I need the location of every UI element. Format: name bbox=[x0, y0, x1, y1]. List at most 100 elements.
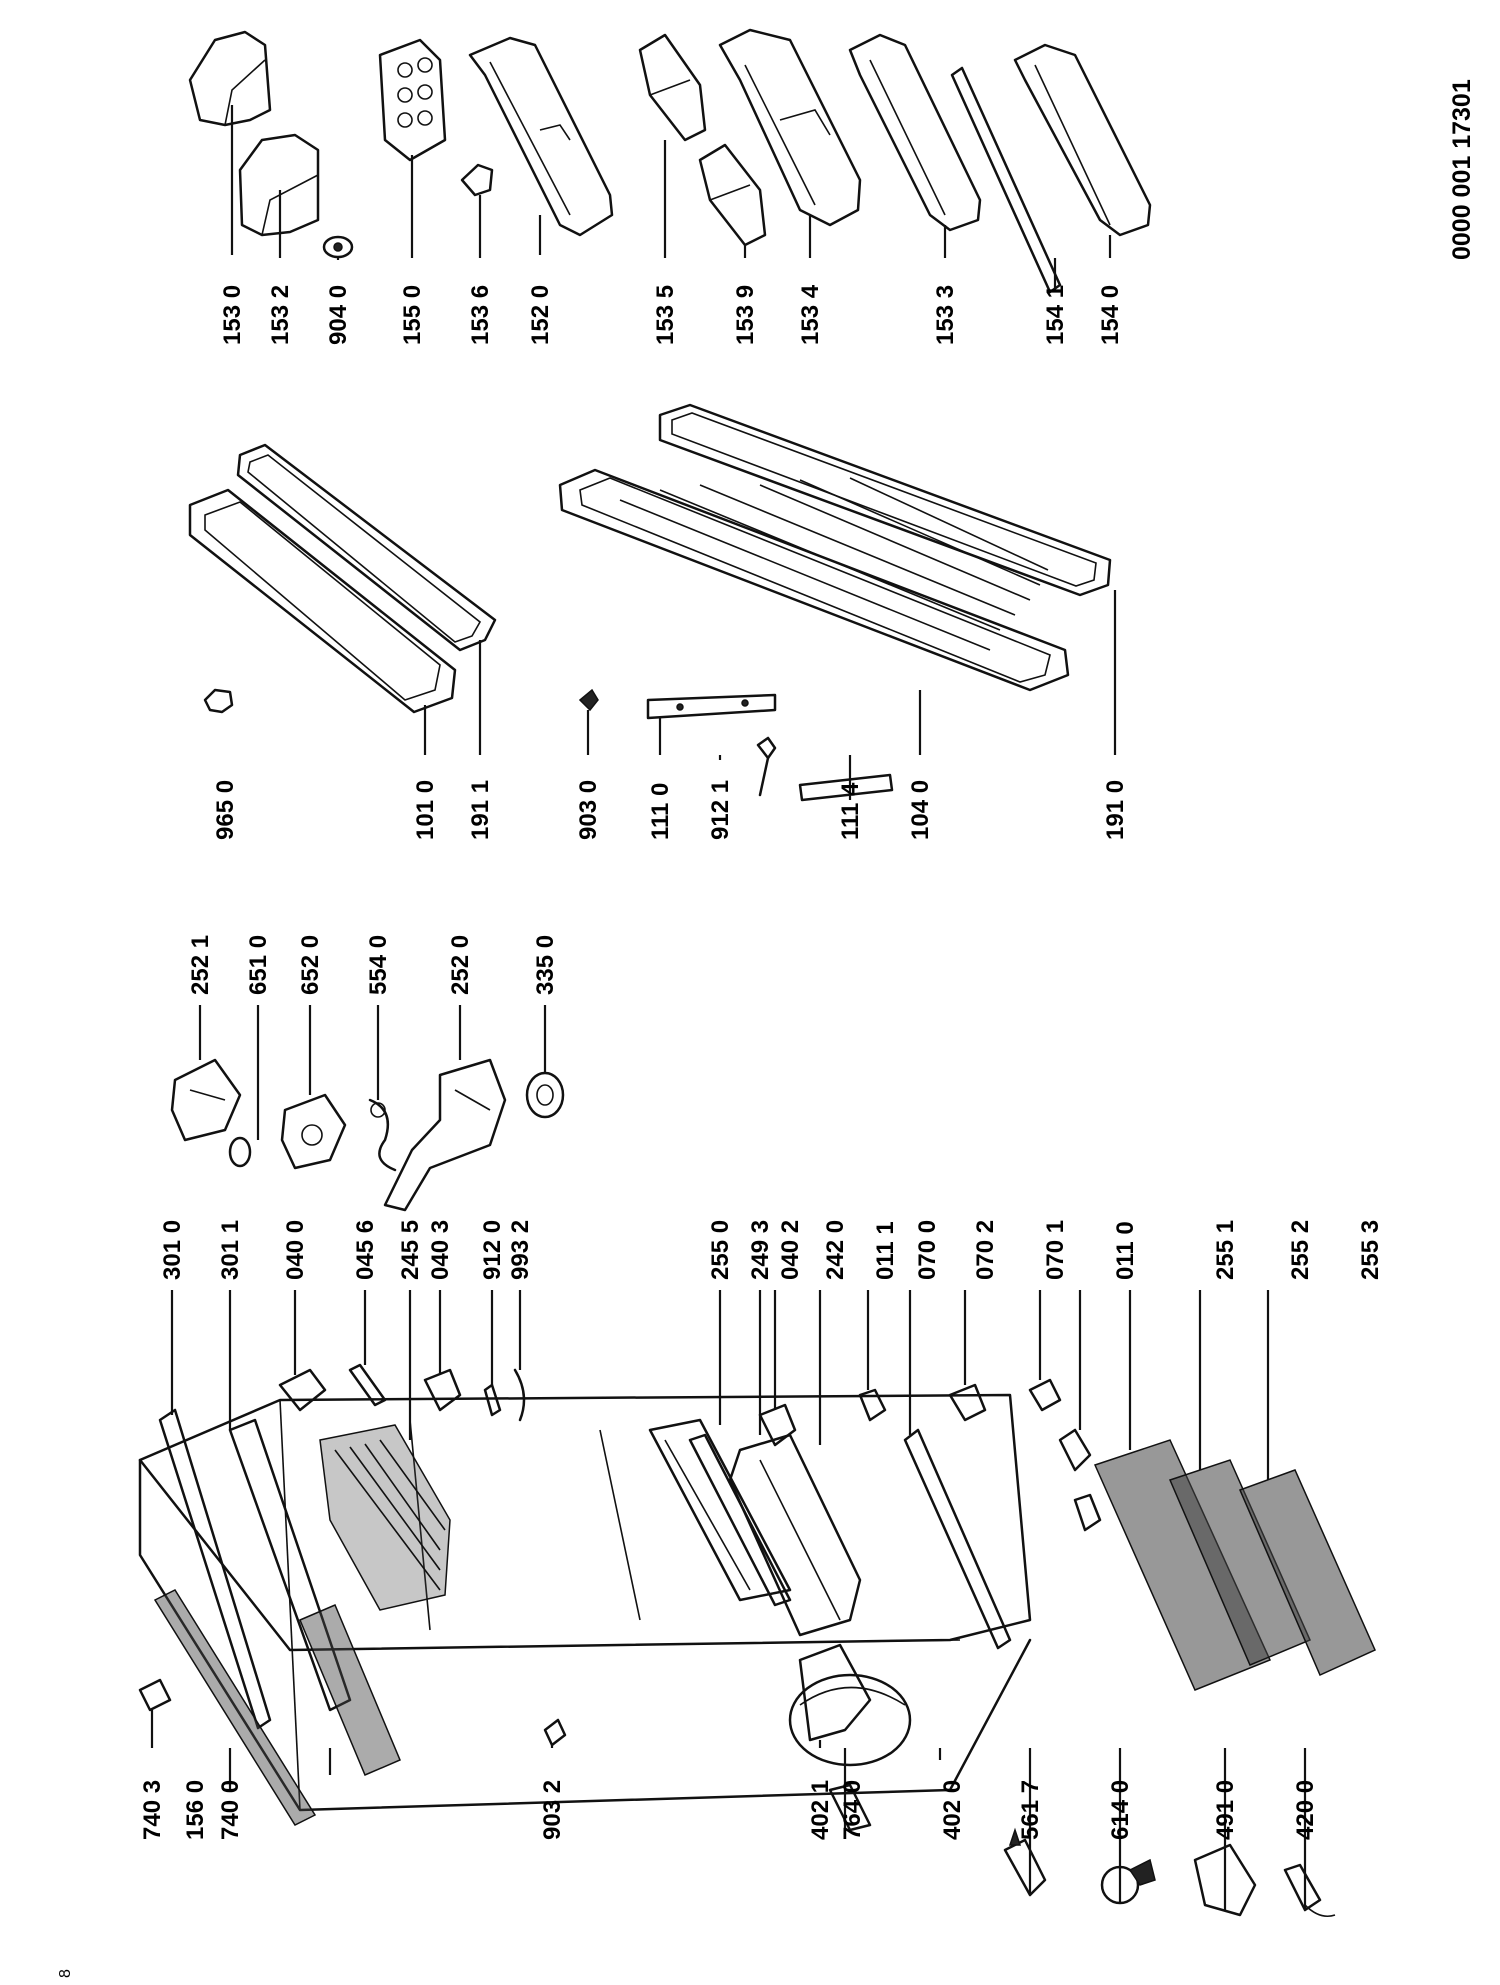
part-912-1-screw bbox=[756, 736, 777, 797]
label-154-1: 154 1 bbox=[1042, 285, 1069, 345]
part-764-0-filter bbox=[828, 1783, 872, 1832]
label-191-1: 191 1 bbox=[467, 780, 494, 840]
document-number: 0000 001 17301 bbox=[1448, 79, 1476, 260]
label-255-2: 255 2 bbox=[1287, 1220, 1314, 1280]
label-249-3: 249 3 bbox=[747, 1220, 774, 1280]
label-252-1: 252 1 bbox=[187, 935, 214, 995]
part-040-3-hinge bbox=[423, 1368, 462, 1412]
part-335-0-knob bbox=[525, 1071, 565, 1119]
cabinet-body bbox=[138, 1393, 1032, 1812]
part-labels: 153 0 153 2 904 0 155 0 153 6 152 0 153 … bbox=[139, 284, 1384, 1840]
label-912-1: 912 1 bbox=[707, 780, 734, 840]
part-011-1-foot bbox=[858, 1388, 887, 1422]
part-301-0-top-strip bbox=[158, 1408, 272, 1730]
label-903-0: 903 0 bbox=[575, 780, 602, 840]
label-153-0: 153 0 bbox=[219, 285, 246, 345]
label-156-0: 156 0 bbox=[182, 1780, 209, 1840]
label-045-6: 045 6 bbox=[352, 1220, 379, 1280]
part-903-2-screw bbox=[543, 1718, 567, 1747]
part-045-6-pin bbox=[348, 1363, 387, 1407]
label-104-0: 104 0 bbox=[907, 780, 934, 840]
label-255-0: 255 0 bbox=[707, 1220, 734, 1280]
part-153-6-clip bbox=[460, 163, 494, 197]
label-301-0: 301 0 bbox=[159, 1220, 186, 1280]
label-070-0: 070 0 bbox=[914, 1220, 941, 1280]
label-252-0: 252 0 bbox=[447, 935, 474, 995]
label-153-3: 153 3 bbox=[932, 285, 959, 345]
part-152-0-door-shelf bbox=[468, 36, 614, 237]
part-153-2-butter-cover bbox=[238, 133, 320, 237]
part-155-0-egg-tray bbox=[378, 38, 447, 162]
part-191-0-fridge-gasket bbox=[658, 403, 1112, 597]
label-245-5: 245 5 bbox=[397, 1220, 424, 1280]
label-154-0: 154 0 bbox=[1097, 285, 1124, 345]
label-191-0: 191 0 bbox=[1102, 780, 1129, 840]
part-153-3-door-shelf bbox=[848, 33, 982, 232]
part-040-0-hinge bbox=[278, 1368, 327, 1412]
label-153-6: 153 6 bbox=[467, 285, 494, 345]
part-153-4-door-shelf bbox=[718, 28, 862, 227]
part-070-1-bracket bbox=[1028, 1378, 1062, 1412]
label-153-2: 153 2 bbox=[267, 285, 294, 345]
label-011-1: 011 1 bbox=[872, 1221, 899, 1280]
part-070-2-bracket bbox=[948, 1383, 987, 1422]
part-070-0-bottom-strip bbox=[903, 1428, 1012, 1650]
part-614-0-starter bbox=[1100, 1858, 1156, 1905]
part-104-0-fridge-door bbox=[558, 468, 1070, 692]
label-652-0: 652 0 bbox=[297, 935, 324, 995]
label-420-0: 420 0 bbox=[1292, 1780, 1319, 1840]
part-255-1-shelf bbox=[1093, 1439, 1272, 1691]
label-904-0: 904 0 bbox=[325, 285, 352, 345]
label-153-5: 153 5 bbox=[652, 285, 679, 345]
part-993-2-cable bbox=[513, 1368, 526, 1422]
part-153-0-egg-tray-cover bbox=[188, 30, 272, 127]
label-335-0: 335 0 bbox=[532, 935, 559, 995]
part-255-3-shelf bbox=[1238, 1469, 1376, 1676]
part-561-7-relay bbox=[1003, 1827, 1047, 1897]
label-153-9: 153 9 bbox=[732, 285, 759, 345]
label-903-2: 903 2 bbox=[539, 1780, 566, 1840]
label-153-4: 153 4 bbox=[797, 284, 824, 345]
label-040-2: 040 2 bbox=[777, 1220, 804, 1280]
label-101-0: 101 0 bbox=[412, 780, 439, 840]
label-491-0: 491 0 bbox=[1212, 1780, 1239, 1840]
label-070-1: 070 1 bbox=[1042, 1220, 1069, 1280]
label-111-4: 111 4 bbox=[837, 782, 864, 840]
label-152-0: 152 0 bbox=[527, 285, 554, 345]
label-561-7: 561 7 bbox=[1017, 1780, 1044, 1840]
part-740-3-cap bbox=[138, 1678, 172, 1712]
part-652-0-thermostat bbox=[280, 1093, 347, 1170]
leader-lines bbox=[150, 105, 1307, 1910]
part-101-0-freezer-door bbox=[188, 488, 457, 714]
part-301-1-cover bbox=[228, 1418, 352, 1712]
label-011-0: 011 0 bbox=[1112, 1221, 1139, 1280]
part-011-0-foot bbox=[1058, 1428, 1102, 1532]
label-070-2: 070 2 bbox=[972, 1220, 999, 1280]
label-554-0: 554 0 bbox=[365, 935, 392, 995]
part-903-0-screw bbox=[578, 688, 599, 712]
part-040-2-hinge bbox=[758, 1403, 797, 1447]
part-420-0-capacitor bbox=[1283, 1863, 1336, 1918]
label-740-3: 740 3 bbox=[139, 1780, 166, 1840]
label-255-1: 255 1 bbox=[1212, 1220, 1239, 1280]
label-242-0: 242 0 bbox=[822, 1220, 849, 1280]
label-965-0: 965 0 bbox=[212, 780, 239, 840]
label-402-1: 402 1 bbox=[807, 1780, 834, 1840]
part-153-5-small-bin bbox=[638, 33, 707, 142]
label-111-0: 111 0 bbox=[647, 783, 674, 840]
part-242-0-crisper bbox=[728, 1433, 862, 1637]
part-402-0-compressor bbox=[788, 1673, 912, 1767]
part-154-1-shelf-trim bbox=[950, 66, 1062, 294]
part-154-0-bottle-shelf bbox=[1013, 43, 1152, 237]
label-740-0: 740 0 bbox=[217, 1780, 244, 1840]
label-255-3: 255 3 bbox=[1357, 1220, 1384, 1280]
label-651-0: 651 0 bbox=[245, 935, 272, 995]
part-111-4-label-strip bbox=[798, 773, 894, 802]
part-111-0-hinge-bar bbox=[646, 693, 777, 720]
corner-mark: 8 bbox=[57, 1969, 74, 1978]
label-040-0: 040 0 bbox=[282, 1220, 309, 1280]
label-301-1: 301 1 bbox=[217, 1220, 244, 1280]
part-402-1-compressor-bracket bbox=[798, 1643, 872, 1742]
label-155-0: 155 0 bbox=[399, 285, 426, 345]
